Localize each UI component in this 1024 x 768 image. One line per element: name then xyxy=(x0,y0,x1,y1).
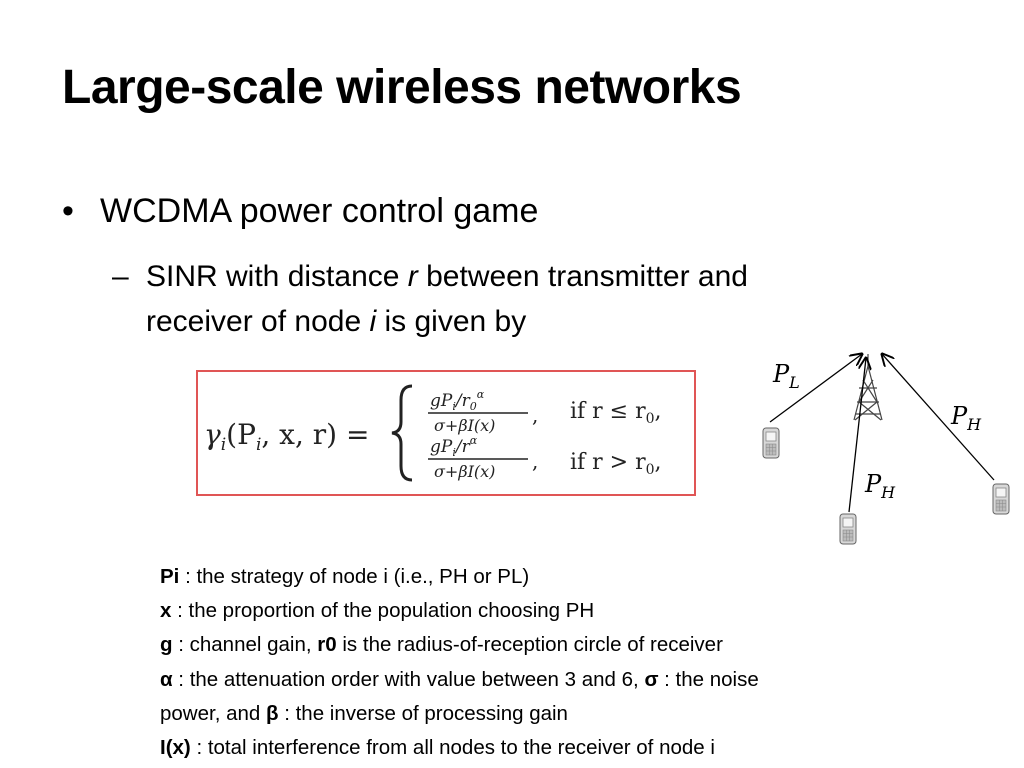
svg-text:γi(Pi, x, r) =: γi(Pi, x, r) = xyxy=(204,418,369,455)
def-term: Pi xyxy=(160,565,180,588)
case2-cond-sub: 0 xyxy=(646,462,655,478)
def-text: : channel gain, xyxy=(172,633,318,657)
svg-text:gPi/rα: gPi/rα xyxy=(430,434,478,459)
bullet-text: WCDMA power control game xyxy=(100,192,539,230)
svg-text:gPi/r0α: gPi/r0α xyxy=(430,388,485,413)
case1-num-rest: /r xyxy=(454,391,471,411)
svg-text:if r ≤ r0,: if r ≤ r0, xyxy=(570,399,662,427)
network-diagram-svg: PL PH PH xyxy=(762,340,1010,545)
def-text: : the attenuation order with value betwe… xyxy=(172,667,645,691)
svg-text:if r > r0,: if r > r0, xyxy=(570,450,662,478)
case2-cond-end: , xyxy=(655,450,662,475)
var-i: i xyxy=(369,305,377,338)
cell-tower-icon xyxy=(853,354,883,421)
case2-num-rest: /r xyxy=(454,437,471,457)
mobile-phone-icon-bottom xyxy=(839,513,857,545)
label-ph-right-sub: H xyxy=(966,415,982,434)
sub-bullet-dash: – xyxy=(112,260,129,293)
def-text: : the proportion of the population choos… xyxy=(171,599,595,623)
case1-cond-sub: 0 xyxy=(646,411,655,427)
case2-comma: , xyxy=(532,449,538,473)
case1-num-sup: α xyxy=(477,388,485,401)
sub-bullet-line-2: receiver of node i is given by xyxy=(112,299,912,344)
definition-line: Pi : the strategy of node i (i.e., PH or… xyxy=(160,560,960,594)
sub-text-3: receiver of node xyxy=(146,305,370,338)
arrow-left-to-tower xyxy=(769,354,862,423)
definitions-block: Pi : the strategy of node i (i.e., PH or… xyxy=(160,560,960,765)
network-diagram: PL PH PH xyxy=(748,340,1018,565)
def-term: r0 xyxy=(317,633,337,657)
label-pl-sub: L xyxy=(788,373,800,392)
sinr-formula: γi(Pi, x, r) = gPi/r0α σ+βI(x) , if r ≤ … xyxy=(204,384,662,482)
sub-text-1: SINR with distance xyxy=(146,260,408,293)
bullet-dot: • xyxy=(62,192,74,230)
arrow-bottom-to-tower xyxy=(848,358,866,513)
def-term: α xyxy=(160,667,173,691)
def-text: : total interference from all nodes to t… xyxy=(190,736,715,760)
def-term: x xyxy=(160,599,172,623)
case2-num-sub: i xyxy=(452,446,456,459)
mobile-phone-icon-left xyxy=(762,427,780,459)
case2-num-sup: α xyxy=(470,434,478,447)
case2-den: σ+βI(x) xyxy=(434,462,495,481)
sub-bullet: –SINR with distance r between transmitte… xyxy=(112,254,912,344)
slide-title: Large-scale wireless networks xyxy=(62,61,742,114)
definition-line: power, and β : the inverse of processing… xyxy=(160,697,960,731)
label-pl: P xyxy=(772,360,790,388)
formula-args-sub: i xyxy=(256,435,261,455)
sinr-formula-box: γi(Pi, x, r) = gPi/r0α σ+βI(x) , if r ≤ … xyxy=(196,370,696,496)
definition-line: x : the proportion of the population cho… xyxy=(160,594,960,628)
case1-num-sub0: 0 xyxy=(470,400,477,413)
sub-text-2: between transmitter and xyxy=(417,260,748,293)
case1-num-sub: i xyxy=(452,400,456,413)
definition-line: g : channel gain, r0 is the radius-of-re… xyxy=(160,628,960,662)
case1-cond-end: , xyxy=(655,399,662,424)
svg-text:PH: PH xyxy=(950,402,982,434)
case1-comma: , xyxy=(532,403,538,427)
formula-args-rest: , x, r) = xyxy=(261,418,369,451)
svg-text:PL: PL xyxy=(772,360,800,392)
definition-line: α : the attenuation order with value bet… xyxy=(160,663,960,697)
case2-num: gP xyxy=(430,437,453,457)
bullet-item: • WCDMA power control game xyxy=(62,192,538,231)
def-text: : the noise xyxy=(658,667,759,691)
mobile-phone-icon-right xyxy=(992,483,1010,515)
def-term: β xyxy=(266,701,279,725)
def-term: σ xyxy=(644,667,659,691)
sub-text-4: is given by xyxy=(376,305,527,338)
var-r: r xyxy=(407,260,418,293)
case2-cond: if r > r xyxy=(570,450,646,475)
sub-bullet-line-1: –SINR with distance r between transmitte… xyxy=(112,254,912,299)
left-brace xyxy=(391,384,413,482)
arrow-right-to-tower xyxy=(882,354,995,481)
def-term: I(x) xyxy=(160,736,191,760)
label-ph-bottom-sub: H xyxy=(880,483,896,502)
def-text: : the inverse of processing gain xyxy=(278,701,568,725)
svg-text:PH: PH xyxy=(864,470,896,502)
def-term: g xyxy=(160,633,173,657)
formula-args: (P xyxy=(226,418,256,451)
definition-line: I(x) : total interference from all nodes… xyxy=(160,731,960,765)
case1-cond: if r ≤ r xyxy=(570,399,646,424)
label-ph-bottom: P xyxy=(864,470,882,498)
case1-den: σ+βI(x) xyxy=(434,416,495,435)
def-text: power, and xyxy=(160,701,266,725)
def-text: is the radius-of-reception circle of rec… xyxy=(336,633,723,657)
label-ph-right: P xyxy=(950,402,968,430)
case1-num: gP xyxy=(430,391,453,411)
formula-gamma-sub: i xyxy=(221,435,226,455)
formula-gamma: γ xyxy=(204,418,221,451)
def-text: : the strategy of node i (i.e., PH or PL… xyxy=(179,565,530,588)
